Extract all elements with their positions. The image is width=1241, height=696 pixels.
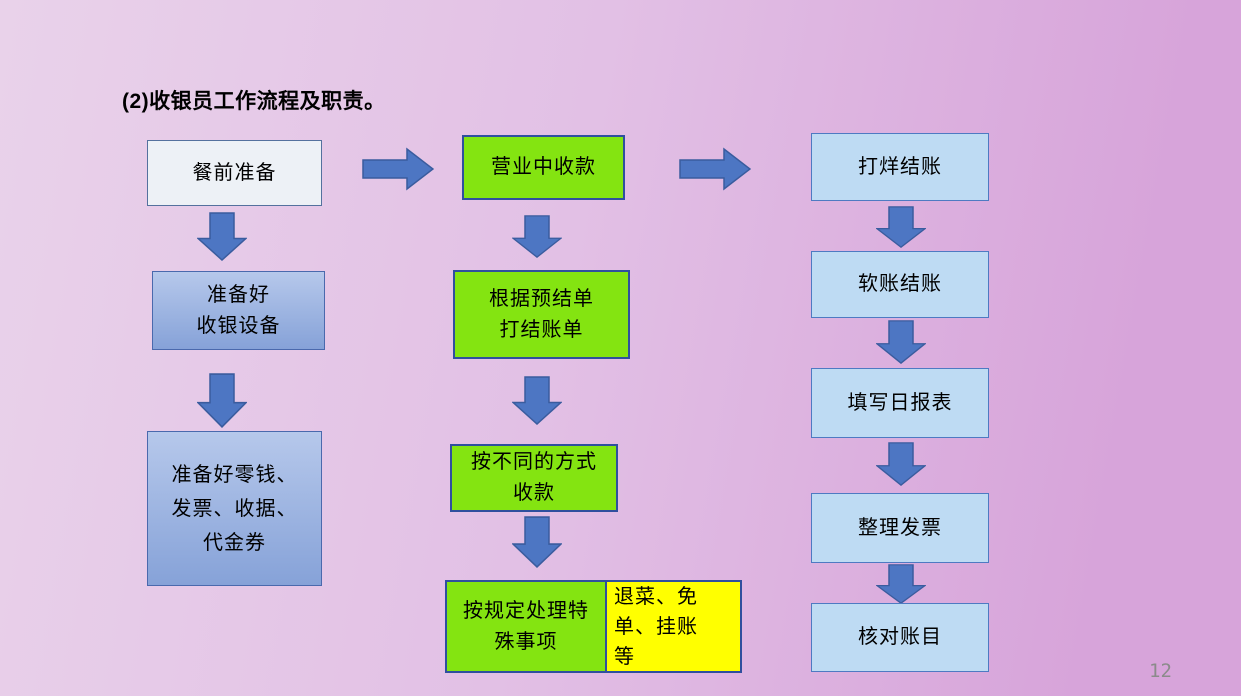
flow-box-line: 单、挂账 xyxy=(614,615,698,638)
flow-box-line: 按不同的方式 xyxy=(471,451,597,473)
flow-box-line: 打结账单 xyxy=(499,318,584,341)
flow-box-closing-settlement: 打烊结账 xyxy=(811,133,989,201)
flow-box-collect-payment-during-business: 营业中收款 xyxy=(462,135,625,200)
flow-box-line: 核对账目 xyxy=(858,626,942,648)
flow-box-verify-accounts: 核对账目 xyxy=(811,603,989,672)
right-arrow-icon xyxy=(679,147,751,191)
down-arrow-icon xyxy=(876,442,926,486)
flow-box-line: 代金券 xyxy=(203,531,266,554)
flow-box-line: 餐前准备 xyxy=(192,161,277,184)
flow-box-soft-account-settlement: 软账结账 xyxy=(811,251,989,318)
flow-box-special-items-group: 按规定处理特 殊事项 退菜、免 单、挂账 等 xyxy=(445,580,742,673)
flow-box-line: 退菜、免 xyxy=(614,585,698,608)
flow-box-prepare-change-invoices: 准备好零钱、 发票、收据、 代金券 xyxy=(147,431,322,586)
down-arrow-icon xyxy=(512,376,562,425)
down-arrow-icon xyxy=(197,212,247,261)
flow-box-handle-special-items: 按规定处理特 殊事项 xyxy=(445,580,607,673)
flow-box-organize-invoices: 整理发票 xyxy=(811,493,989,563)
flow-box-line: 准备好 xyxy=(207,283,270,306)
flow-box-line: 软账结账 xyxy=(858,273,942,295)
flow-box-line: 填写日报表 xyxy=(847,391,953,414)
down-arrow-icon xyxy=(876,320,926,364)
flow-box-fill-daily-report: 填写日报表 xyxy=(811,368,989,438)
down-arrow-icon xyxy=(512,215,562,258)
flow-box-line: 准备好零钱、 xyxy=(171,463,298,486)
page-number: 12 xyxy=(1149,660,1172,682)
down-arrow-icon xyxy=(876,206,926,248)
flow-box-prepare-cashier-equipment: 准备好 收银设备 xyxy=(152,271,325,350)
flow-note-returns-comps-credit: 退菜、免 单、挂账 等 xyxy=(607,580,742,673)
flow-box-print-bill-per-pre-check: 根据预结单 打结账单 xyxy=(453,270,630,359)
flow-box-line: 等 xyxy=(614,645,635,668)
down-arrow-icon xyxy=(197,373,247,428)
flow-box-line: 殊事项 xyxy=(494,630,558,653)
flow-box-line: 收款 xyxy=(513,482,555,504)
slide-title: (2)收银员工作流程及职责。 xyxy=(122,90,386,113)
down-arrow-icon xyxy=(876,564,926,604)
flow-box-line: 按规定处理特 xyxy=(463,599,589,622)
flow-box-collect-by-different-methods: 按不同的方式 收款 xyxy=(450,444,618,512)
flow-box-line: 发票、收据、 xyxy=(171,497,298,520)
down-arrow-icon xyxy=(512,516,562,568)
right-arrow-icon xyxy=(362,147,434,191)
flow-box-line: 收银设备 xyxy=(196,314,281,337)
flow-box-line: 根据预结单 xyxy=(489,287,594,310)
flow-box-line: 打烊结账 xyxy=(858,155,942,178)
flow-box-line: 整理发票 xyxy=(858,516,942,539)
flow-box-pre-meal-prep: 餐前准备 xyxy=(147,140,322,206)
flow-box-line: 营业中收款 xyxy=(491,156,596,178)
